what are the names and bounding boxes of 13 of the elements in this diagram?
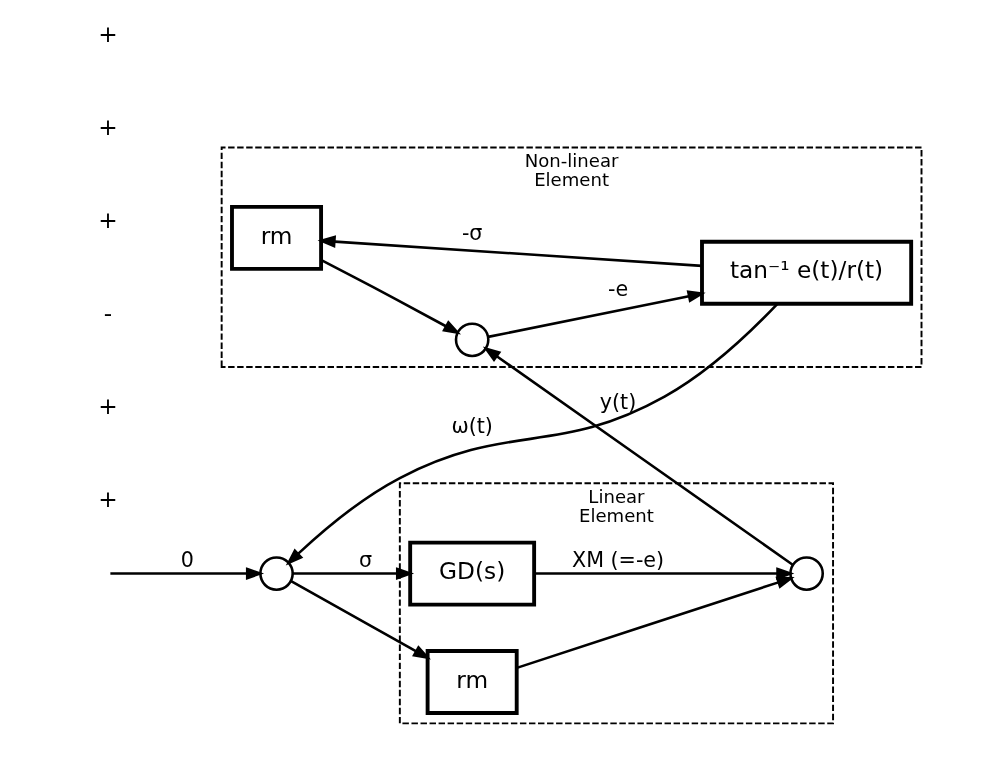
- label: +: [98, 391, 118, 419]
- edge-label: XM (=-e): [572, 547, 665, 572]
- edge-label: 0: [180, 547, 195, 572]
- edge-label: -σ: [461, 221, 483, 246]
- label: +: [98, 484, 118, 512]
- label: +: [98, 113, 118, 141]
- edge-label: y(t): [599, 390, 637, 415]
- label: -: [103, 299, 113, 327]
- edge-label: -e: [607, 276, 629, 301]
- label: +: [98, 206, 118, 234]
- edge-label: ω(t): [451, 413, 493, 438]
- label: +: [98, 20, 118, 48]
- edge-label: σ: [359, 547, 373, 572]
